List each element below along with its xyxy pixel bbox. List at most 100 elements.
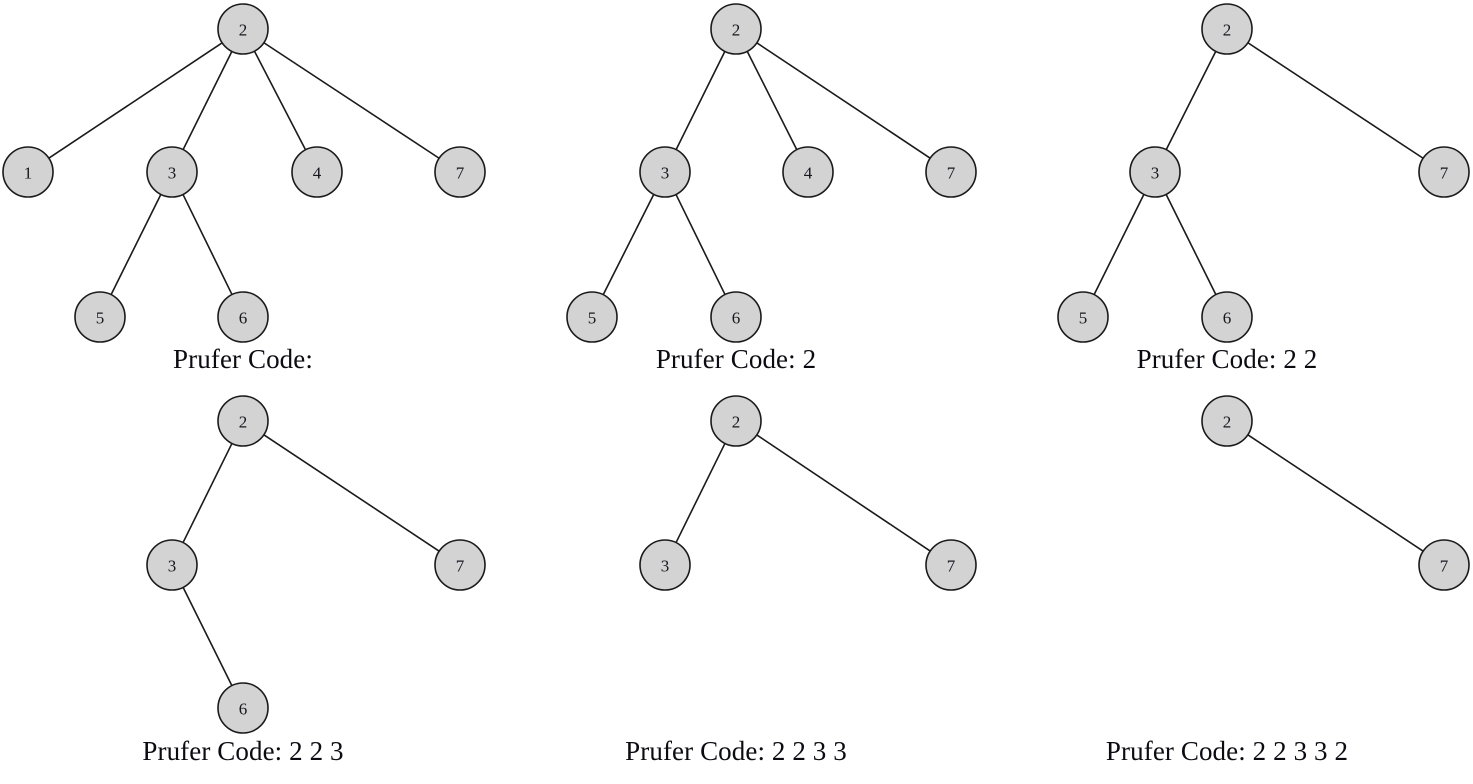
tree-node-3[interactable]: 3 bbox=[1129, 146, 1181, 198]
tree-edge-2-7 bbox=[1247, 434, 1424, 552]
node-label-2: 2 bbox=[239, 21, 248, 40]
tree-node-6[interactable]: 6 bbox=[710, 291, 762, 343]
tree-edge-2-3 bbox=[675, 443, 726, 543]
tree-node-2[interactable]: 2 bbox=[1201, 3, 1253, 55]
node-circle-6[interactable] bbox=[1201, 291, 1253, 343]
node-label-3: 3 bbox=[661, 164, 670, 183]
tree-node-5[interactable]: 5 bbox=[1057, 291, 1109, 343]
tree-node-7[interactable]: 7 bbox=[925, 539, 977, 591]
node-circle-4[interactable] bbox=[291, 146, 343, 198]
panel-2-tree: 2 3 4 7 5 6 bbox=[566, 3, 977, 343]
tree-edge-2-4 bbox=[746, 50, 798, 151]
tree-node-7[interactable]: 7 bbox=[1418, 146, 1470, 198]
node-circle-6[interactable] bbox=[217, 291, 269, 343]
node-label-2: 2 bbox=[732, 21, 741, 40]
tree-node-3[interactable]: 3 bbox=[146, 146, 198, 198]
node-label-1: 1 bbox=[24, 164, 33, 183]
node-label-2: 2 bbox=[732, 413, 741, 432]
panel-3-prufer-code-caption: Prufer Code: 2 2 bbox=[1136, 344, 1318, 374]
node-circle-5[interactable] bbox=[1057, 291, 1109, 343]
tree-node-7[interactable]: 7 bbox=[1418, 539, 1470, 591]
tree-edge-3-5 bbox=[602, 193, 655, 296]
panel-1-tree: 2 1 3 4 7 5 6 bbox=[2, 3, 486, 343]
node-circle-3[interactable] bbox=[1129, 146, 1181, 198]
node-label-3: 3 bbox=[168, 557, 177, 576]
node-circle-7[interactable] bbox=[434, 539, 486, 591]
node-circle-7[interactable] bbox=[434, 146, 486, 198]
node-circle-2[interactable] bbox=[217, 3, 269, 55]
tree-node-6[interactable]: 6 bbox=[217, 682, 269, 734]
tree-edge-3-6 bbox=[1165, 194, 1217, 295]
node-label-3: 3 bbox=[1151, 164, 1160, 183]
tree-node-4[interactable]: 4 bbox=[782, 146, 834, 198]
tree-node-2[interactable]: 2 bbox=[217, 395, 269, 447]
node-circle-5[interactable] bbox=[566, 291, 618, 343]
node-label-3: 3 bbox=[168, 164, 177, 183]
node-circle-7[interactable] bbox=[925, 539, 977, 591]
node-circle-6[interactable] bbox=[217, 682, 269, 734]
node-label-2: 2 bbox=[239, 413, 248, 432]
tree-node-7[interactable]: 7 bbox=[434, 539, 486, 591]
node-circle-6[interactable] bbox=[710, 291, 762, 343]
node-circle-3[interactable] bbox=[146, 539, 198, 591]
tree-node-4[interactable]: 4 bbox=[291, 146, 343, 198]
tree-node-5[interactable]: 5 bbox=[566, 291, 618, 343]
node-label-2: 2 bbox=[1223, 413, 1232, 432]
tree-node-3[interactable]: 3 bbox=[146, 539, 198, 591]
node-circle-2[interactable] bbox=[710, 3, 762, 55]
tree-node-7[interactable]: 7 bbox=[925, 146, 977, 198]
node-label-6: 6 bbox=[239, 309, 248, 328]
tree-edge-3-6 bbox=[675, 194, 726, 295]
tree-node-2[interactable]: 2 bbox=[1201, 395, 1253, 447]
node-label-7: 7 bbox=[1440, 557, 1449, 576]
tree-node-2[interactable]: 2 bbox=[710, 395, 762, 447]
node-label-7: 7 bbox=[947, 164, 956, 183]
tree-node-3[interactable]: 3 bbox=[639, 146, 691, 198]
tree-node-3[interactable]: 3 bbox=[639, 539, 691, 591]
tree-node-6[interactable]: 6 bbox=[217, 291, 269, 343]
node-label-3: 3 bbox=[661, 557, 670, 576]
panel-6-prufer-code-caption: Prufer Code: 2 2 3 3 2 bbox=[1105, 736, 1349, 766]
panel-5-prufer-code-caption: Prufer Code: 2 2 3 3 bbox=[625, 736, 847, 766]
node-label-6: 6 bbox=[1223, 309, 1232, 328]
tree-edge-2-1 bbox=[48, 42, 223, 159]
tree-edge-2-7 bbox=[263, 434, 440, 552]
node-label-7: 7 bbox=[947, 557, 956, 576]
tree-node-2[interactable]: 2 bbox=[710, 3, 762, 55]
node-label-4: 4 bbox=[804, 164, 813, 183]
tree-node-7[interactable]: 7 bbox=[434, 146, 486, 198]
tree-edge-3-5 bbox=[110, 194, 162, 295]
node-circle-3[interactable] bbox=[639, 539, 691, 591]
tree-edge-2-7 bbox=[263, 42, 440, 159]
node-circle-4[interactable] bbox=[782, 146, 834, 198]
tree-node-2[interactable]: 2 bbox=[217, 3, 269, 55]
node-label-4: 4 bbox=[313, 164, 322, 183]
tree-edge-2-7 bbox=[756, 42, 931, 159]
node-circle-2[interactable] bbox=[1201, 395, 1253, 447]
node-circle-7[interactable] bbox=[1418, 539, 1470, 591]
node-circle-3[interactable] bbox=[639, 146, 691, 198]
node-circle-7[interactable] bbox=[925, 146, 977, 198]
tree-node-1[interactable]: 1 bbox=[2, 146, 54, 198]
node-circle-2[interactable] bbox=[217, 395, 269, 447]
panel-2-prufer-code-caption: Prufer Code: 2 bbox=[655, 344, 817, 374]
tree-edge-3-6 bbox=[182, 194, 233, 295]
node-label-5: 5 bbox=[1079, 309, 1088, 328]
node-label-7: 7 bbox=[456, 557, 465, 576]
tree-edge-2-3 bbox=[182, 443, 233, 543]
node-circle-5[interactable] bbox=[74, 291, 126, 343]
node-circle-1[interactable] bbox=[2, 146, 54, 198]
tree-node-5[interactable]: 5 bbox=[74, 291, 126, 343]
node-circle-2[interactable] bbox=[1201, 3, 1253, 55]
node-circle-3[interactable] bbox=[146, 146, 198, 198]
panel-6-tree: 27 bbox=[1201, 395, 1470, 591]
panel-4-tree: 2 3 7 6 bbox=[146, 395, 486, 734]
node-circle-7[interactable] bbox=[1418, 146, 1470, 198]
tree-node-6[interactable]: 6 bbox=[1201, 291, 1253, 343]
node-circle-2[interactable] bbox=[710, 395, 762, 447]
tree-edge-3-5 bbox=[1093, 194, 1145, 295]
node-label-6: 6 bbox=[732, 309, 741, 328]
node-label-5: 5 bbox=[588, 309, 597, 328]
